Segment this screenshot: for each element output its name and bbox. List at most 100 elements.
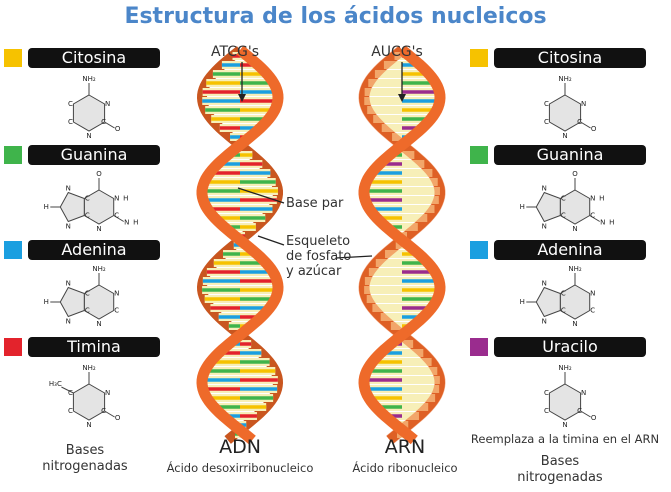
page-title: Estructura de los ácidos nucleicos [124,4,547,29]
uracil-note: Reemplaza a la timina en el ARN [470,432,660,446]
right-caption-line2: nitrogenadas [517,470,603,485]
atom-label: O [96,170,102,178]
atom-label: NH₂ [82,364,96,372]
atom-label: N [66,185,71,193]
atom-label: NH₂ [558,75,572,83]
atom-label: N [542,318,547,326]
backbone-pointer-dna [257,235,285,246]
atom-label: NH₂ [568,265,582,273]
dna-backbone-front [196,45,284,445]
right-caption: Bases nitrogenadas [505,454,615,486]
left-caption-line2: nitrogenadas [42,459,128,474]
left-caption-line1: Bases [65,443,105,458]
atom-label: N [66,280,71,288]
timina-label: Timina [28,337,160,357]
atom-label: N [581,100,586,108]
atom-label: C [85,290,90,298]
atom-label: N [105,100,110,108]
atom-label: N [562,132,567,140]
backbone-pointer-rna [335,255,373,259]
atom-label: C [101,118,106,126]
atom-label: H [133,219,138,227]
atom-label: N [542,185,547,193]
right-caption-line1: Bases [540,454,580,469]
atom-label: N [562,421,567,429]
atom-label: C [590,212,595,220]
atom-label: N [600,219,605,227]
arrow-head-icon [238,94,246,102]
atom-label: NH₂ [82,75,96,83]
base-pair-pointer [237,187,285,204]
atom-label: N [66,223,71,231]
atom-label: C [114,212,119,220]
atom-label: C [544,118,549,126]
atom-label: H [520,203,525,211]
rna-backbone-front [358,45,446,445]
adenina-label: Adenina [28,240,160,260]
atom-label: O [115,414,121,422]
atom-label: N [581,389,586,397]
atom-label: C [590,307,595,315]
dna-full-name: Ácido desoxirribonucleico [166,461,314,475]
citosina-swatch [470,49,488,67]
backbone-label-line1: Esqueleto [286,234,351,249]
adenina-label: Adenina [494,240,646,260]
atom-label: C [544,407,549,415]
atom-label: C [85,212,90,220]
timina-swatch [4,338,22,356]
guanina-label: Guanina [494,145,646,165]
atom-label: N [86,421,91,429]
atom-label: H₃C [49,380,62,388]
atom-label: C [561,212,566,220]
atom-label: N [572,225,577,233]
atom-label: C [561,307,566,315]
atom-label: N [114,290,119,298]
atom-label: N [66,318,71,326]
atom-label: H [599,195,604,203]
atom-label: O [115,125,121,133]
atom-label: NH₂ [92,265,106,273]
atom-label: C [85,195,90,203]
atom-label: C [68,407,73,415]
atom-label: H [44,203,49,211]
dna-top-label: ATCG's [211,44,259,60]
atom-label: C [101,407,106,415]
atom-label: H [123,195,128,203]
atom-label: C [561,195,566,203]
atom-label: C [544,389,549,397]
backbone-label-line2: de fosfato [286,249,352,264]
atom-label: N [590,195,595,203]
atom-label: C [85,307,90,315]
atom-label: H [609,219,614,227]
arrow-head-icon [398,94,406,102]
atom-label: N [572,320,577,328]
backbone-label-line3: y azúcar [286,264,342,279]
adenina-swatch [470,241,488,259]
atom-label: C [114,307,119,315]
adenina-swatch [4,241,22,259]
citosina-label: Citosina [494,48,646,68]
atom-label: N [86,132,91,140]
guanina-swatch [470,146,488,164]
guanina-swatch [4,146,22,164]
citosina-swatch [4,49,22,67]
left-caption: Bases nitrogenadas [30,443,140,475]
atom-label: H [44,298,49,306]
atom-label: N [96,320,101,328]
dna-helix [196,45,284,445]
dna-backbone-back [196,46,284,444]
atom-label: N [590,290,595,298]
atom-label: N [114,195,119,203]
guanina-label: Guanina [28,145,160,165]
backbone-label: Esqueleto de fosfato y azúcar [286,234,351,279]
atom-label: C [68,118,73,126]
